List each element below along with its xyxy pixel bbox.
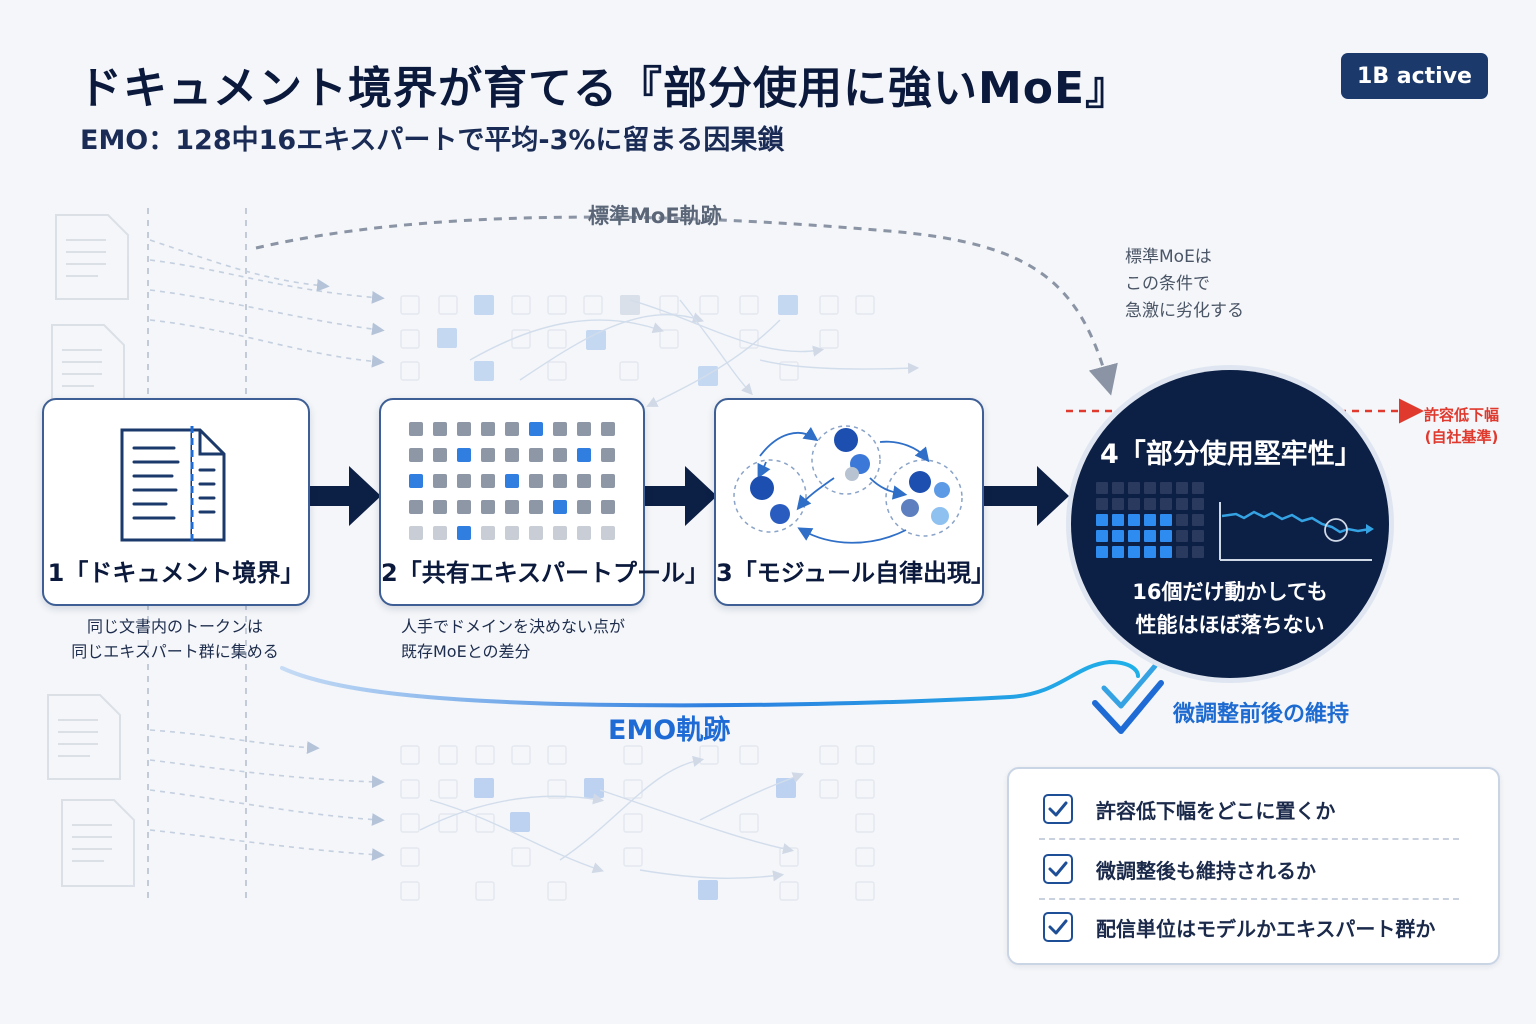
checklist-item: 微調整後も維持されるか [1043, 851, 1316, 887]
checklist-divider [1039, 838, 1459, 840]
checklist-panel: 許容低下幅をどこに置くか 微調整後も維持されるか 配信単位はモデルかエキスパート… [1007, 767, 1500, 965]
checklist-item-text: 許容低下幅をどこに置くか [1096, 798, 1336, 823]
module-cluster-icon [733, 425, 963, 544]
standard-note-line: 急激に劣化する [1125, 301, 1244, 321]
step-1-label: 1「ドキュメント境界」 [47, 559, 305, 587]
result-title: 4「部分使用堅牢性」 [1100, 439, 1362, 470]
document-boundary-icon [120, 426, 226, 544]
result-caption: 16個だけ動かしても 性能はほぼ落ちない [1071, 576, 1389, 642]
checklist-item-text: 配信単位はモデルかエキスパート群か [1096, 916, 1436, 941]
page-subtitle: EMO：128中16エキスパートで平均-3%に留まる因果鎖 [80, 125, 785, 156]
shared-expert-pool-grid [409, 422, 615, 540]
standard-trajectory-label: 標準MoE軌跡 [588, 204, 722, 228]
double-chevron-icon [1092, 663, 1164, 734]
checkbox-checked[interactable] [1043, 854, 1073, 884]
checklist-item: 許容低下幅をどこに置くか [1043, 791, 1335, 827]
tolerance-label-line: 許容低下幅 [1424, 406, 1500, 424]
maintenance-label: 微調整前後の維持 [1173, 702, 1350, 727]
emo-trajectory [280, 659, 1140, 708]
standard-moe-trajectory [255, 215, 1118, 396]
standard-note-line: この条件で [1125, 274, 1210, 294]
page-title: ドキュメント境界が育てる『部分使用に強いMoE』 [78, 63, 1131, 114]
active-params-badge: 1B active [1341, 53, 1488, 99]
faint-bottom-grid [400, 745, 875, 901]
result-caption-line: 性能はほぼ落ちない [1135, 613, 1325, 637]
checkmark-icon [1048, 919, 1068, 935]
step-2-card: 2「共有エキスパートプール」 [379, 398, 709, 606]
tolerance-label-line: (自社基準) [1424, 428, 1499, 446]
step-3-label: 3「モジュール自律出現」 [716, 559, 996, 587]
checklist-divider [1039, 898, 1459, 900]
checkmark-icon [1048, 861, 1068, 877]
step-1-note-line: 同じ文書内のトークンは [86, 617, 263, 636]
tolerance-label: 許容低下幅 (自社基準) [1424, 404, 1499, 448]
partial-usage-chart [1096, 482, 1374, 561]
step-3-card: 3「モジュール自律出現」 [714, 398, 996, 606]
step-1-note: 同じ文書内のトークンは 同じエキスパート群に集める [70, 614, 280, 664]
faint-document-icons [47, 214, 135, 887]
result-caption-line: 16個だけ動かしても [1132, 580, 1328, 604]
emo-trajectory-label: EMO軌跡 [608, 715, 731, 746]
standard-note-line: 標準MoEは [1125, 247, 1212, 267]
step-2-note: 人手でドメインを決めない点が 既存MoEとの差分 [401, 614, 625, 664]
step-1-note-line: 同じエキスパート群に集める [71, 642, 279, 661]
checklist-item-text: 微調整後も維持されるか [1096, 858, 1316, 883]
standard-moe-note: 標準MoEは この条件で 急激に劣化する [1125, 244, 1244, 325]
flow-arrows [307, 466, 1069, 526]
faint-top-grid [400, 295, 920, 407]
step-2-note-line: 人手でドメインを決めない点が [401, 617, 626, 636]
step-2-label: 2「共有エキスパートプール」 [381, 559, 709, 587]
step-2-note-line: 既存MoEとの差分 [401, 642, 531, 661]
checklist-item: 配信単位はモデルかエキスパート群か [1043, 909, 1435, 945]
step-1-card: 1「ドキュメント境界」 [42, 398, 310, 606]
checkbox-checked[interactable] [1043, 794, 1073, 824]
checkbox-checked[interactable] [1043, 912, 1073, 942]
checkmark-icon [1048, 801, 1068, 817]
